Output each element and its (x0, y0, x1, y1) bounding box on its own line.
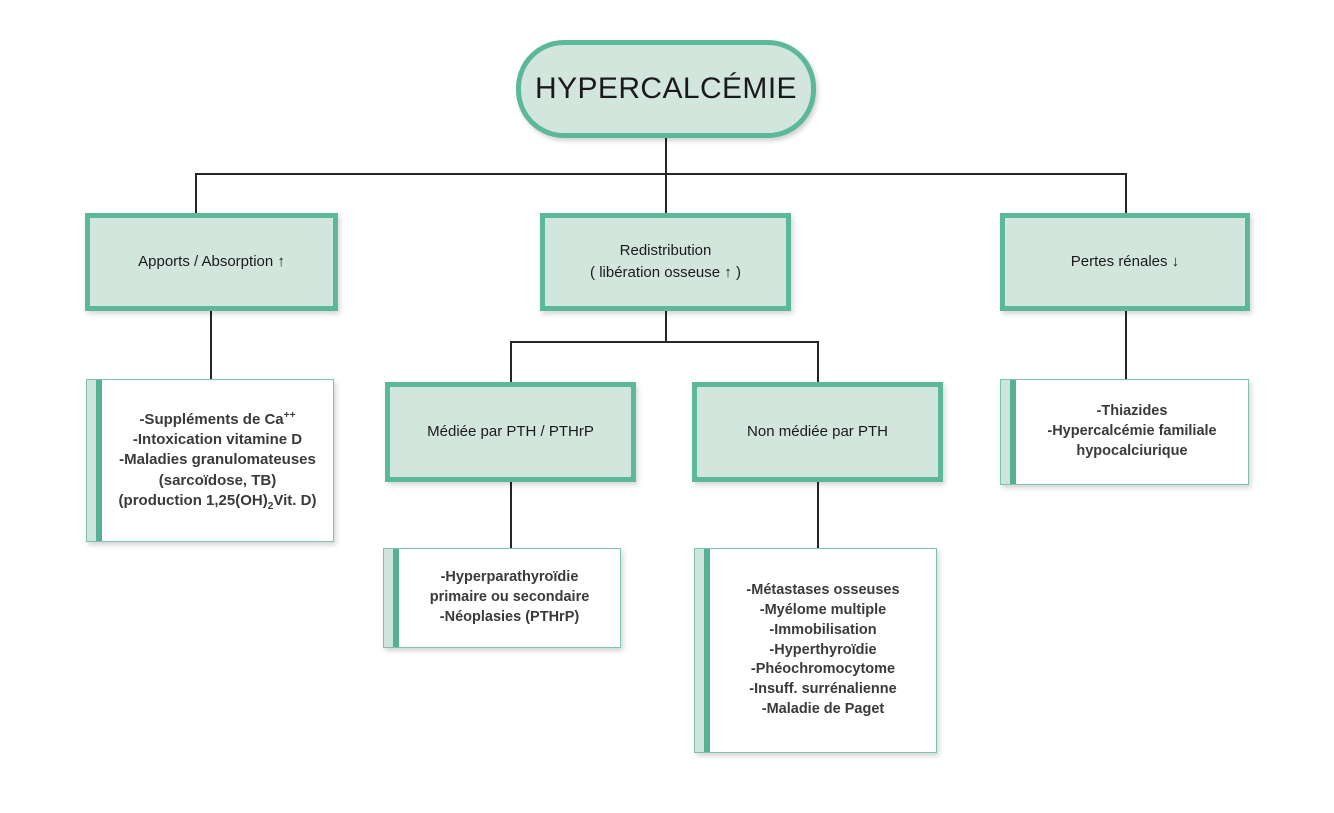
leaf-apports-causes-label: -Suppléments de Ca++-Intoxication vitami… (118, 409, 317, 513)
leaf-accent-bar (384, 549, 399, 647)
leaf-accent-bar (87, 380, 102, 541)
connector-mediee-pth-to-leaf (510, 482, 512, 548)
connector-apports-to-leaf (210, 311, 212, 379)
node-non-mediee-par-pth-label: Non médiée par PTH (747, 423, 888, 441)
leaf-non-mediee-pth-causes-label: -Métastases osseuses-Myélome multiple-Im… (746, 582, 900, 717)
connector-drop-mediee-pth (510, 341, 512, 382)
connector-root-stem (665, 138, 667, 174)
leaf-apports-causes-body: -Suppléments de Ca++-Intoxication vitami… (102, 380, 333, 541)
node-pertes-renales[interactable]: Pertes rénales ↓ (1000, 213, 1250, 311)
node-redistribution[interactable]: Redistribution ( libération osseuse ↑ ) (540, 213, 791, 311)
node-non-mediee-par-pth[interactable]: Non médiée par PTH (692, 382, 943, 482)
connector-drop-redistribution (665, 173, 667, 214)
leaf-accent-bar (1001, 380, 1016, 484)
accent-band-pale (87, 380, 96, 541)
leaf-non-mediee-pth-causes-body: -Métastases osseuses-Myélome multiple-Im… (710, 549, 936, 752)
connector-drop-apports (195, 173, 197, 214)
node-hypercalcemie-label: HYPERCALCÉMIE (535, 72, 797, 105)
leaf-apports-causes[interactable]: -Suppléments de Ca++-Intoxication vitami… (86, 379, 334, 542)
node-mediee-par-pth-label: Médiée par PTH / PTHrP (427, 423, 594, 441)
accent-band-dark (1010, 380, 1016, 484)
node-apports-absorption[interactable]: Apports / Absorption ↑ (85, 213, 338, 311)
accent-band-dark (393, 549, 399, 647)
leaf-non-mediee-pth-causes[interactable]: -Métastases osseuses-Myélome multiple-Im… (694, 548, 937, 753)
connector-sub-bus (510, 341, 819, 343)
connector-main-bus (195, 173, 1127, 175)
connector-pertes-renales-to-leaf (1125, 311, 1127, 379)
connector-drop-pertes-renales (1125, 173, 1127, 214)
connector-redistribution-stem (665, 311, 667, 342)
connector-non-mediee-pth-to-leaf (817, 482, 819, 548)
connector-drop-non-mediee-pth (817, 341, 819, 382)
node-mediee-par-pth[interactable]: Médiée par PTH / PTHrP (385, 382, 636, 482)
accent-band-dark (704, 549, 710, 752)
node-redistribution-label: Redistribution ( libération osseuse ↑ ) (590, 242, 741, 281)
accent-band-pale (384, 549, 393, 647)
node-apports-absorption-label: Apports / Absorption ↑ (138, 253, 285, 271)
accent-band-dark (96, 380, 102, 541)
node-hypercalcemie[interactable]: HYPERCALCÉMIE (516, 40, 816, 138)
accent-band-pale (1001, 380, 1010, 484)
leaf-accent-bar (695, 549, 710, 752)
node-pertes-renales-label: Pertes rénales ↓ (1070, 253, 1180, 271)
accent-band-pale (695, 549, 704, 752)
